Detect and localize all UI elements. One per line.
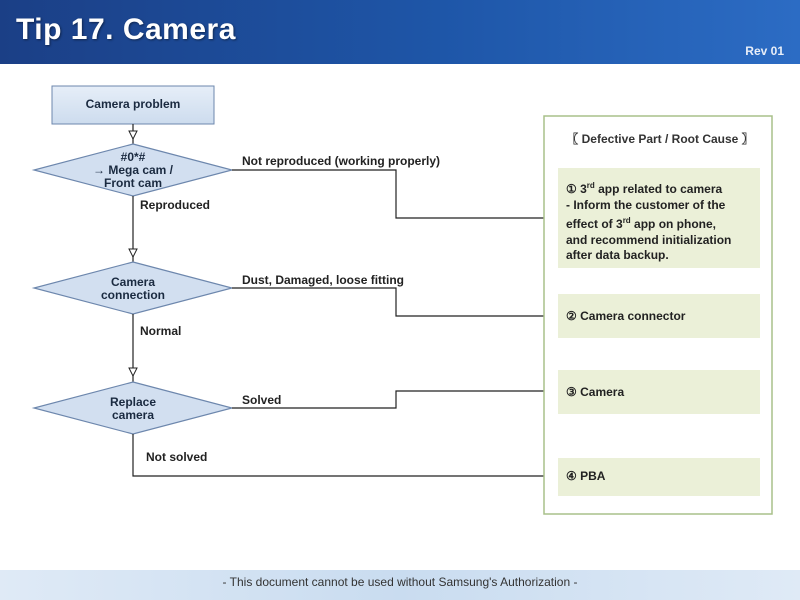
cause4-number: ④	[566, 469, 577, 483]
cause2-number: ②	[566, 309, 577, 323]
decision1-label: #0*# → Mega cam / Front cam	[68, 151, 198, 190]
cause1-sup-a: rd	[586, 181, 595, 190]
cause1-text-b: app related to camera	[594, 182, 723, 196]
cause1-sup-b: rd	[622, 216, 631, 225]
footer-disclaimer: - This document cannot be used without S…	[222, 575, 578, 589]
decision1-line3: Front cam	[103, 176, 162, 190]
edge-d3-cause4	[132, 434, 558, 481]
decision1-line2: → Mega cam /	[92, 163, 174, 177]
arrowhead-d2	[128, 248, 138, 259]
start-box	[51, 85, 215, 125]
edge-label-dust-damaged: Dust, Damaged, loose fitting	[242, 273, 405, 287]
cause1-text-d: app on phone,	[630, 217, 717, 231]
cause-box-4: ④ PBA	[558, 458, 760, 496]
page-title: Tip 17. Camera	[16, 13, 236, 46]
edge-d3-cause3	[232, 386, 558, 409]
cause4-label: PBA	[576, 469, 606, 483]
decision3-line1: Replace	[109, 395, 157, 409]
cause1-line4: and recommend initialization	[566, 232, 732, 247]
decision2-line2: connection	[100, 288, 165, 302]
edge-label-solved: Solved	[242, 393, 282, 407]
decision2-line1: Camera	[110, 275, 156, 289]
revision-label: Rev 01	[745, 44, 784, 58]
decision3-label: Replace camera	[68, 396, 198, 422]
cause1-line2: - Inform the customer of the	[566, 197, 726, 212]
cause1-line1: ① 3rd app related to camera	[566, 178, 752, 198]
decision2-label: Camera connection	[68, 276, 198, 302]
arrowhead-d1	[128, 130, 138, 141]
cause3-label: Camera	[576, 385, 625, 399]
edge-label-not-solved: Not solved	[146, 450, 208, 464]
footer-bar: - This document cannot be used without S…	[0, 570, 800, 600]
cause-box-3: ③ Camera	[558, 370, 760, 414]
header-bar: Tip 17. Camera Rev 01	[0, 0, 800, 64]
decision3-line2: camera	[111, 408, 155, 422]
cause2-label: Camera connector	[576, 309, 686, 323]
arrowhead-d3	[128, 367, 138, 378]
cause1-text-a: 3	[576, 182, 587, 196]
cause-box-2: ② Camera connector	[558, 294, 760, 338]
edge-label-normal: Normal	[140, 324, 182, 338]
cause-box-1: ① 3rd app related to camera - Inform the…	[558, 168, 760, 268]
cause1-line5: after data backup.	[566, 248, 669, 262]
edge-label-not-reproduced: Not reproduced (working properly)	[242, 154, 441, 168]
cause1-number: ①	[566, 182, 577, 196]
cause3-number: ③	[566, 385, 577, 399]
root-cause-panel-title: 〖 Defective Part / Root Cause 〗	[566, 132, 754, 146]
edge-label-reproduced: Reproduced	[140, 198, 211, 212]
cause1-text-c: effect of 3	[566, 217, 623, 231]
start-box-label: Camera problem	[85, 97, 181, 111]
decision1-line1: #0*#	[120, 150, 146, 164]
cause1-line3: effect of 3rd app on phone,	[566, 213, 752, 233]
edge-d2-cause2	[232, 287, 558, 321]
edge-d1-cause1	[232, 169, 558, 223]
